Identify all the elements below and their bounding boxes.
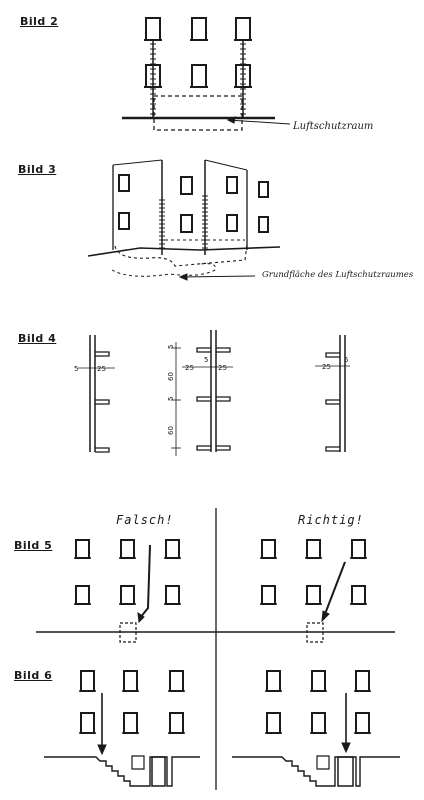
window (352, 540, 365, 558)
dimension-label: 5 (167, 397, 175, 401)
door (338, 757, 353, 786)
dimension-label: 60 (167, 372, 175, 381)
window (124, 713, 137, 733)
window (76, 540, 89, 558)
window (262, 586, 275, 604)
ground-stairs (44, 757, 200, 786)
window (356, 713, 369, 733)
window (181, 215, 192, 232)
window (307, 586, 320, 604)
figure-label-bild3: Bild 3 (18, 163, 57, 176)
window (124, 671, 137, 691)
window (227, 177, 237, 193)
arrow (325, 562, 345, 614)
dimension-label: 5 (167, 345, 175, 349)
window (192, 65, 206, 87)
window (312, 671, 325, 691)
window (121, 586, 134, 604)
window (262, 540, 275, 558)
bild4-figure (78, 330, 350, 456)
bild2-figure (122, 18, 290, 130)
bild4-dimensions: 5 25 5 60 5 60 25 25 5 25 5 (74, 345, 348, 435)
wall-hatching (150, 44, 156, 114)
dimension-label: 5 (344, 356, 348, 364)
basement-window (132, 756, 144, 769)
bild6-figure (44, 671, 400, 786)
shelter-outline (115, 244, 247, 266)
dimension-label: 60 (167, 426, 175, 435)
window (352, 586, 365, 604)
window (236, 18, 250, 40)
dimension-label: 5 (204, 356, 208, 364)
window (307, 540, 320, 558)
bild5-figure (36, 508, 395, 790)
basement-window (317, 756, 329, 769)
window (356, 671, 369, 691)
shelter-outline (154, 96, 242, 130)
window (192, 18, 206, 40)
window (166, 586, 179, 604)
window (267, 671, 280, 691)
dimension-label: 25 (185, 364, 194, 372)
basement-window (307, 623, 323, 642)
window (76, 586, 89, 604)
window (146, 18, 160, 40)
window (259, 182, 268, 197)
dimension-label: 25 (322, 363, 331, 371)
bild3-figure (88, 160, 280, 280)
window (81, 671, 94, 691)
heading-falsch: Falsch! (116, 513, 174, 527)
wall-hatching (202, 196, 208, 248)
window (267, 713, 280, 733)
basement-window (120, 623, 136, 642)
window (170, 713, 183, 733)
window (312, 713, 325, 733)
window (259, 217, 268, 232)
figure-label-bild4: Bild 4 (18, 332, 57, 345)
dimension-label: 5 (74, 365, 78, 373)
window (119, 213, 129, 229)
dimension-label: 25 (218, 364, 227, 372)
ground-line (88, 247, 280, 256)
wall-hatching (159, 200, 165, 248)
window (166, 540, 179, 558)
figure-label-bild2: Bild 2 (20, 15, 59, 28)
dimension-label: 25 (97, 365, 106, 373)
ground-stairs (232, 757, 400, 786)
caption-luftschutzraum: Luftschutzraum (293, 121, 374, 132)
window (121, 540, 134, 558)
window (227, 215, 237, 231)
window (181, 177, 192, 194)
figure-label-bild6: Bild 6 (14, 669, 53, 682)
arrow (140, 545, 150, 618)
window (119, 175, 129, 191)
window (81, 713, 94, 733)
wall-hatching (240, 44, 246, 114)
caption-grundflaeche: Grundfläche des Luftschutzraumes (262, 270, 414, 280)
heading-richtig: Richtig! (298, 513, 364, 527)
figure-label-bild5: Bild 5 (14, 539, 53, 552)
window (170, 671, 183, 691)
door (152, 757, 165, 786)
